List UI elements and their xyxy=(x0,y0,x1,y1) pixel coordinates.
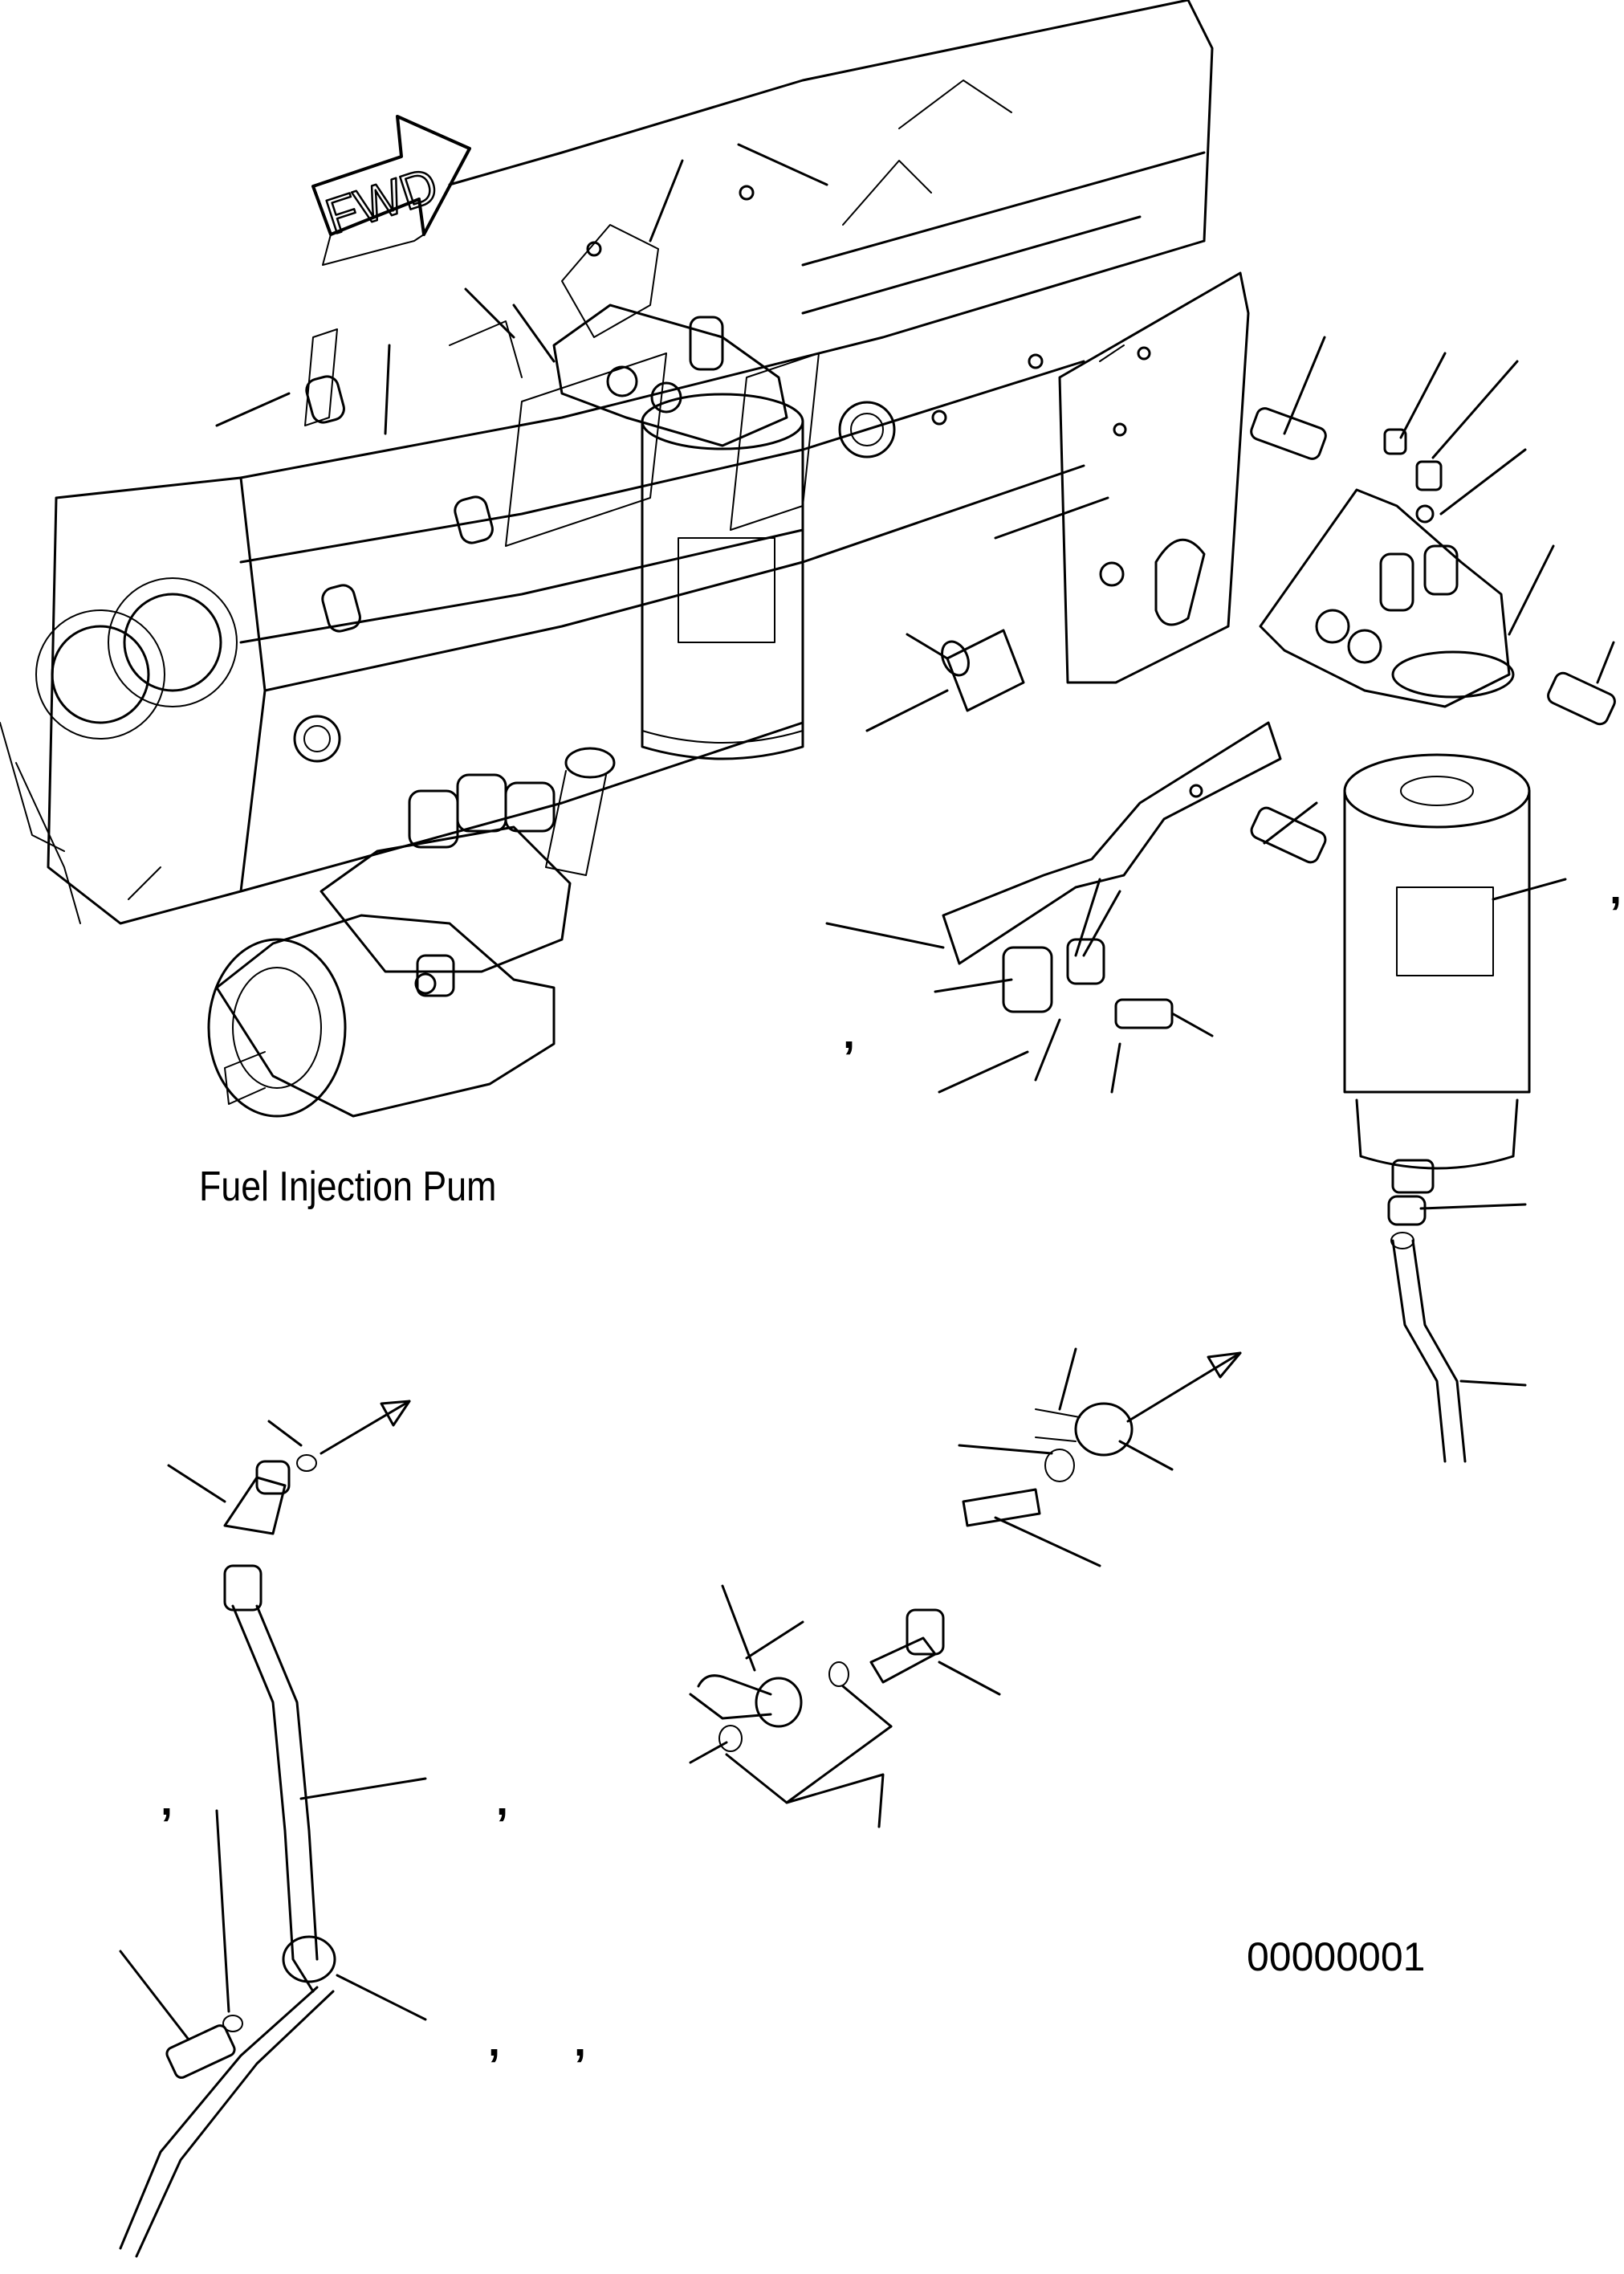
callout-separator: , xyxy=(161,1776,173,1824)
callout-separator: , xyxy=(574,2017,587,2065)
hose-clamp-assembly xyxy=(1002,938,1214,1037)
hex-bolts xyxy=(1250,407,1616,864)
banjo-fitting-lower xyxy=(689,1608,945,1752)
filter-bracket-plate xyxy=(1058,271,1250,684)
callout-separator: , xyxy=(488,2017,501,2065)
callout-separator: , xyxy=(1610,865,1622,913)
engine-block xyxy=(0,0,1214,925)
fuel-injection-pump-label: Fuel Injection Pum xyxy=(199,1163,497,1210)
leader-lines xyxy=(119,143,1615,2041)
drawing-number: 00000001 xyxy=(1247,1934,1426,1979)
primary-fuel-filter xyxy=(552,304,804,760)
secondary-filter-head xyxy=(1259,428,1515,708)
callout-separator: , xyxy=(843,1009,856,1058)
support-bar xyxy=(942,721,1282,965)
fwd-arrow-icon: FWD xyxy=(311,115,471,266)
spacer-sleeve xyxy=(941,629,1025,712)
callout-separator: , xyxy=(496,1776,509,1824)
return-hose xyxy=(119,1400,411,2258)
drain-hose xyxy=(1390,1232,1467,1463)
secondary-fuel-filter xyxy=(1343,753,1531,1226)
banjo-fitting-upper xyxy=(962,1351,1242,1527)
fuel-injection-pump xyxy=(128,747,616,1118)
